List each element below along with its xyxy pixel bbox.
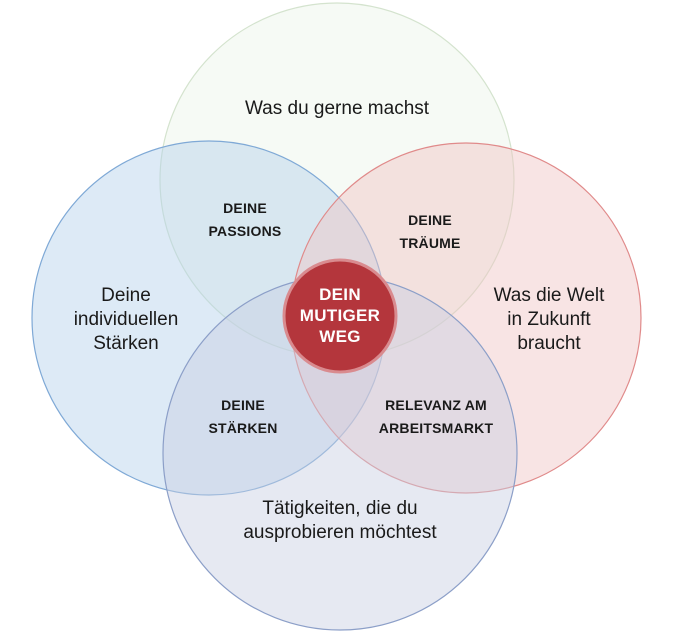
overlap-top-right: DEINE TRÄUME: [399, 212, 461, 251]
overlap-top-left: DEINE PASSIONS: [208, 200, 282, 239]
label-right: Was die Welt in Zukunft braucht: [493, 285, 605, 354]
center-label: DEIN MUTIGER WEG: [299, 285, 381, 346]
overlap-bottom-right: RELEVANZ AM ARBEITSMARKT: [378, 397, 494, 436]
label-left: Deine individuellen Stärken: [73, 285, 179, 354]
label-top: Was du gerne machst: [244, 98, 430, 119]
overlap-bottom-left: DEINE STÄRKEN: [208, 397, 278, 436]
label-bottom: Tätigkeiten, die du ausprobieren möchtes…: [243, 498, 437, 543]
center-circle: [282, 258, 398, 374]
